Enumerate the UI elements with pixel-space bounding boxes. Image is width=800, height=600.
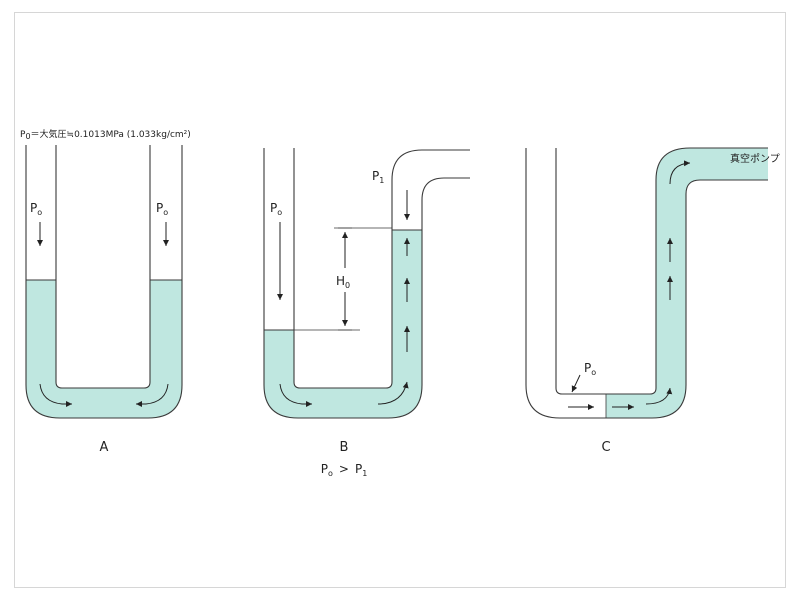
panel-a-flow-arrow-left xyxy=(39,383,72,407)
panel-b-caption: B xyxy=(340,440,349,455)
panel-a-water xyxy=(26,280,182,418)
panel-b-tube-inner-wall xyxy=(293,148,470,389)
panel-c-pump-label: 真空ポンプ xyxy=(730,152,780,165)
panel-b-tube-outer-wall xyxy=(263,148,470,419)
panel-c-rise-arrow-3 xyxy=(669,160,691,185)
panel-c-tube-inner-wall xyxy=(555,147,768,395)
panel-c-water xyxy=(606,148,768,418)
panel-a-tube-outer-wall xyxy=(25,145,183,419)
panel-b-relation: Po>P1 xyxy=(321,462,368,478)
panel-c-tube-outer-wall xyxy=(525,148,768,419)
panel-b-right-pressure-label: P1 xyxy=(372,169,384,185)
panel-a-tube-inner-wall xyxy=(55,145,151,389)
panel-a-right-pressure-label: Po xyxy=(156,201,168,217)
panel-c-pressure-label: Po xyxy=(584,361,596,377)
panel-b-left-pressure-label: Po xyxy=(270,201,282,217)
panel-a-caption: A xyxy=(100,440,109,455)
figure-frame xyxy=(14,12,786,588)
panel-a: Po Po A xyxy=(25,145,183,455)
panel-b-flow-arrow-bottom-left xyxy=(279,383,312,407)
panel-a-flow-arrow-right xyxy=(136,383,169,407)
panel-c-flow-arrow-3 xyxy=(645,387,673,405)
panel-a-left-pressure-label: Po xyxy=(30,201,42,217)
panel-b-height-label: H0 xyxy=(336,274,350,290)
panel-c-caption: C xyxy=(601,440,610,455)
panel-c: Po 真空ポンプ C xyxy=(525,147,780,455)
panel-c-pressure-arrow xyxy=(571,374,581,393)
panel-b: H0 Po P1 B Po>P1 xyxy=(263,148,470,478)
panel-b-water xyxy=(264,230,422,418)
panel-b-flow-arrow-bottom-right xyxy=(377,381,409,405)
header-note: P0＝大気圧≒0.1013MPa (1.033kg/cm²) xyxy=(20,128,191,141)
